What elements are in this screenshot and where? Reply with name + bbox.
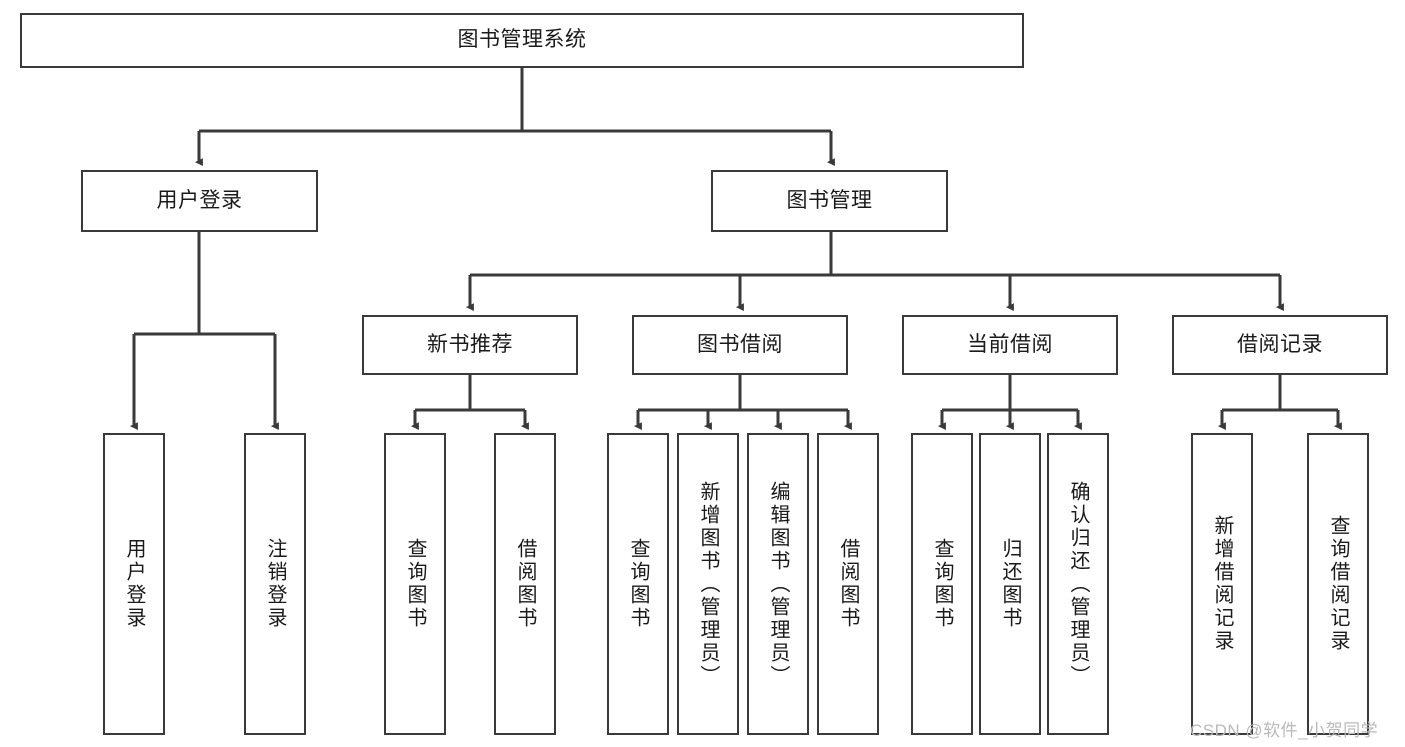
node-label: 查询借阅记录 <box>1327 515 1349 653</box>
node-label: 图书管理系统 <box>457 28 587 52</box>
node-label: 用户登录 <box>123 538 145 630</box>
node-label: 新增图书（管理员） <box>697 480 719 688</box>
node-leaf-query-book-3[interactable]: 查询图书 <box>911 433 973 735</box>
node-label: 查询图书 <box>931 538 953 630</box>
node-book-management[interactable]: 图书管理 <box>711 170 948 232</box>
node-borrow-record[interactable]: 借阅记录 <box>1172 315 1388 375</box>
node-root-book-management-system[interactable]: 图书管理系统 <box>20 13 1024 68</box>
node-leaf-borrow-book-1[interactable]: 借阅图书 <box>494 433 556 735</box>
node-label: 查询图书 <box>627 538 649 630</box>
node-label: 新书推荐 <box>427 332 513 356</box>
node-label: 当前借阅 <box>967 332 1053 356</box>
node-book-borrow[interactable]: 图书借阅 <box>632 315 848 375</box>
node-label: 借阅记录 <box>1237 332 1323 356</box>
node-new-book-recommend[interactable]: 新书推荐 <box>362 315 578 375</box>
node-label: 图书管理 <box>786 188 873 212</box>
node-label: 借阅图书 <box>837 538 859 630</box>
node-leaf-edit-book[interactable]: 编辑图书（管理员） <box>747 433 809 735</box>
node-leaf-logout-login[interactable]: 注销登录 <box>244 433 306 735</box>
node-label: 查询图书 <box>404 538 426 630</box>
node-leaf-query-book-1[interactable]: 查询图书 <box>384 433 446 735</box>
node-label: 借阅图书 <box>514 538 536 630</box>
node-leaf-add-book[interactable]: 新增图书（管理员） <box>677 433 739 735</box>
node-leaf-add-record[interactable]: 新增借阅记录 <box>1191 433 1253 735</box>
node-leaf-query-record[interactable]: 查询借阅记录 <box>1307 433 1369 735</box>
node-leaf-query-book-2[interactable]: 查询图书 <box>607 433 669 735</box>
node-label: 归还图书 <box>999 538 1021 630</box>
node-leaf-borrow-book-2[interactable]: 借阅图书 <box>817 433 879 735</box>
node-leaf-user-login[interactable]: 用户登录 <box>103 433 165 735</box>
node-label: 确认归还（管理员） <box>1067 480 1089 688</box>
node-leaf-return-book[interactable]: 归还图书 <box>979 433 1041 735</box>
node-label: 图书借阅 <box>697 332 783 356</box>
node-label: 用户登录 <box>156 188 243 212</box>
node-user-login[interactable]: 用户登录 <box>81 170 318 232</box>
node-label: 编辑图书（管理员） <box>767 480 789 688</box>
node-label: 注销登录 <box>264 538 286 630</box>
node-leaf-confirm-return[interactable]: 确认归还（管理员） <box>1047 433 1109 735</box>
node-current-borrow[interactable]: 当前借阅 <box>902 315 1118 375</box>
node-label: 新增借阅记录 <box>1211 515 1233 653</box>
